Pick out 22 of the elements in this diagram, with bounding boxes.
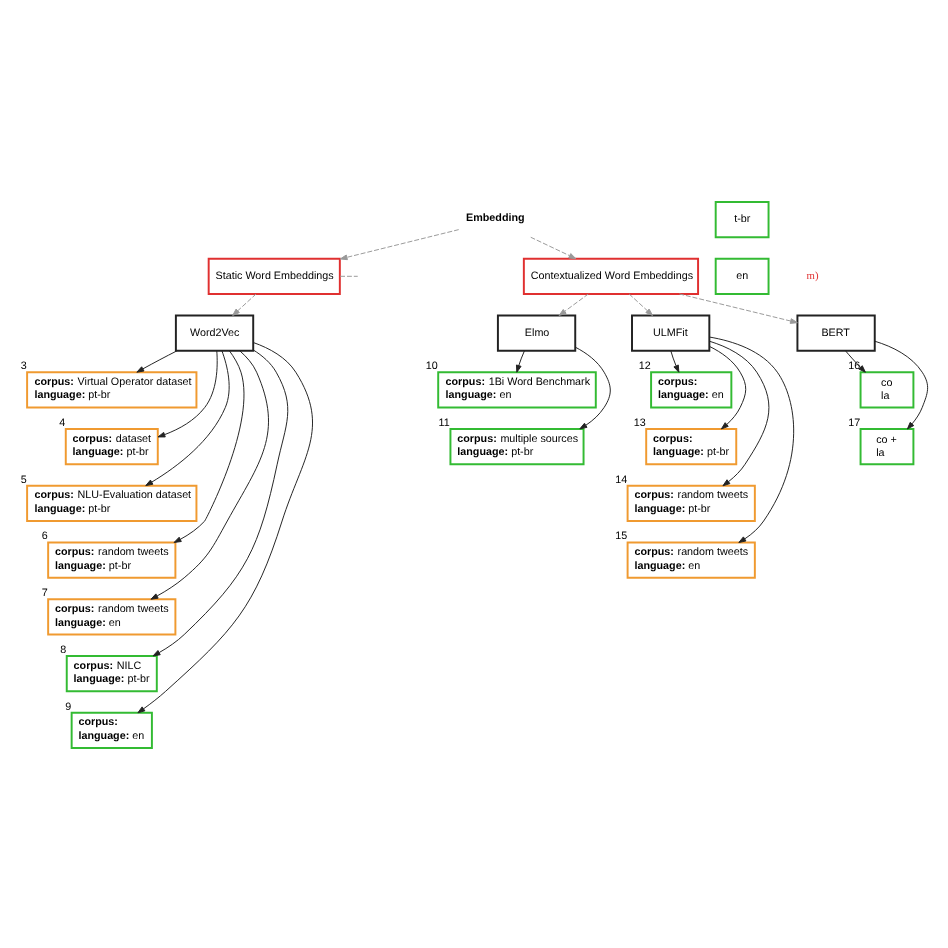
arrow [232,292,257,315]
arrow [515,349,525,372]
arrow [670,349,680,372]
arrow [845,349,866,372]
arrow [574,345,611,429]
connector [339,274,359,276]
arrow [678,292,798,323]
arrow [628,292,654,315]
arrow [137,341,313,713]
arrow [145,349,230,486]
arrow [709,339,770,486]
arrow [708,335,795,542]
arrow [558,292,589,315]
arrow [173,349,245,542]
arrow [136,349,178,372]
arrow [157,349,218,437]
arrow [530,235,577,259]
arrow [150,349,269,599]
arrow [339,228,460,260]
arrow [152,348,289,656]
arrow [874,339,929,429]
arrow [709,344,747,429]
